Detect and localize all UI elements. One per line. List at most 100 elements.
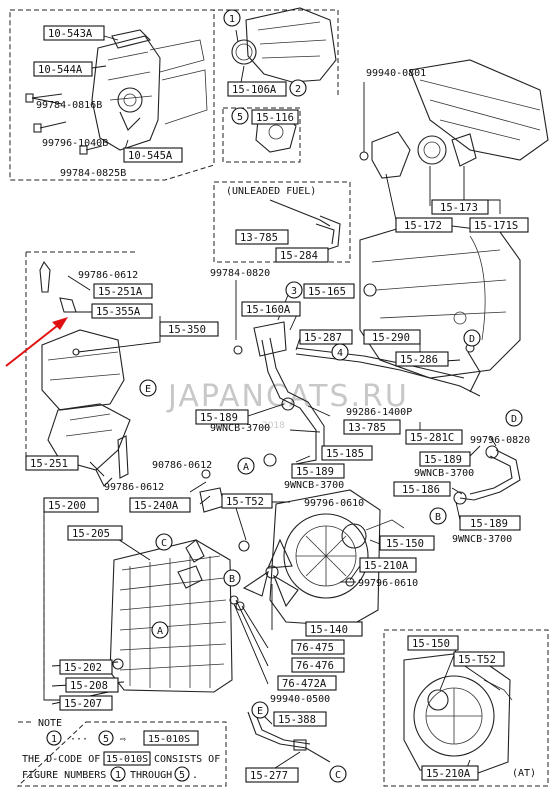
at-inset-frame bbox=[383, 629, 549, 787]
part-box-15-106A[interactable]: 15-106A bbox=[227, 81, 287, 97]
label-99784-0820: 99784-0820 bbox=[210, 268, 270, 279]
svg-text:E: E bbox=[145, 384, 151, 395]
part-box-15-140[interactable]: 15-140 bbox=[305, 621, 363, 637]
bolt-group-left bbox=[25, 93, 103, 155]
part-box-13-785-b[interactable]: 13-785 bbox=[343, 419, 401, 435]
note-line3-end: . bbox=[192, 770, 198, 781]
part-box-15-208[interactable]: 15-208 bbox=[65, 677, 119, 693]
label-99940-0801: 99940-0801 bbox=[366, 68, 426, 79]
svg-text:15-189: 15-189 bbox=[470, 518, 508, 530]
part-box-15-205[interactable]: 15-205 bbox=[67, 525, 123, 541]
watermark: JAPANCATS.RU bbox=[166, 379, 409, 414]
part-box-15-150-a[interactable]: 15-150 bbox=[379, 535, 435, 551]
part-box-15-171S[interactable]: 15-171S bbox=[469, 217, 529, 233]
label-99784-0825B: 99784-0825B bbox=[60, 168, 126, 179]
part-box-15-286[interactable]: 15-286 bbox=[395, 351, 449, 367]
svg-text:13-785: 13-785 bbox=[240, 232, 278, 244]
part-box-15-210A-a[interactable]: 15-210A bbox=[359, 557, 417, 573]
svg-text:76-475: 76-475 bbox=[296, 642, 334, 654]
callout-3: 3 bbox=[285, 281, 303, 299]
callout-A-1: A bbox=[237, 457, 255, 475]
callout-4: 4 bbox=[331, 343, 349, 361]
part-box-15-355A[interactable]: 15-355A bbox=[91, 303, 153, 319]
part-box-15-189-b[interactable]: 15-189 bbox=[419, 451, 471, 467]
part-box-15-185[interactable]: 15-185 bbox=[321, 445, 373, 461]
label-9WNCB-3700-b: 9WNCB-3700 bbox=[414, 468, 474, 479]
part-box-15-T52-b[interactable]: 15-T52 bbox=[453, 651, 505, 667]
label-99796-0610-a: 99796-0610 bbox=[304, 498, 364, 509]
part-box-15-116[interactable]: 15-116 bbox=[251, 109, 299, 125]
part-box-15-287[interactable]: 15-287 bbox=[299, 329, 353, 345]
callout-C-2: C bbox=[329, 765, 347, 783]
part-box-15-207[interactable]: 15-207 bbox=[59, 695, 113, 711]
svg-text:1: 1 bbox=[229, 14, 235, 25]
label-99940-0500: 99940-0500 bbox=[270, 694, 330, 705]
part-box-76-475[interactable]: 76-475 bbox=[291, 639, 345, 655]
part-box-15-240A[interactable]: 15-240A bbox=[129, 497, 191, 513]
callout-E-2: E bbox=[251, 701, 269, 719]
part-box-10-544A[interactable]: 10-544A bbox=[33, 61, 93, 77]
part-box-15-210A-b[interactable]: 15-210A bbox=[421, 765, 479, 781]
svg-text:15-172: 15-172 bbox=[404, 220, 442, 232]
svg-text:15-205: 15-205 bbox=[72, 528, 110, 540]
part-box-15-200[interactable]: 15-200 bbox=[43, 497, 99, 513]
callout-C-1: C bbox=[155, 533, 173, 551]
svg-text:15-202: 15-202 bbox=[64, 662, 102, 674]
note-line3-from: 1 bbox=[115, 770, 121, 781]
svg-text:15-186: 15-186 bbox=[402, 484, 440, 496]
part-box-15-388[interactable]: 15-388 bbox=[273, 711, 327, 727]
part-box-15-189-c[interactable]: 15-189 bbox=[291, 463, 345, 479]
part-box-76-472A[interactable]: 76-472A bbox=[277, 675, 337, 691]
svg-text:15-207: 15-207 bbox=[64, 698, 102, 710]
part-box-15-160A[interactable]: 15-160A bbox=[241, 301, 301, 317]
part-box-15-150-b[interactable]: 15-150 bbox=[407, 635, 459, 651]
callout-5-top: 5 bbox=[231, 107, 249, 125]
svg-text:15-150: 15-150 bbox=[386, 538, 424, 550]
part-box-15-277[interactable]: 15-277 bbox=[245, 767, 299, 783]
part-box-15-281C[interactable]: 15-281C bbox=[405, 429, 463, 445]
part-box-15-173[interactable]: 15-173 bbox=[431, 199, 489, 215]
svg-text:15-165: 15-165 bbox=[308, 286, 346, 298]
svg-text:15-189: 15-189 bbox=[424, 454, 462, 466]
svg-text:15-355A: 15-355A bbox=[96, 306, 141, 318]
callout-A-2: A bbox=[151, 621, 169, 639]
label-90786-0612: 90786-0612 bbox=[152, 460, 212, 471]
note-line2-a: THE D-CODE OF bbox=[22, 754, 100, 765]
label-9WNCB-3700-d: 9WNCB-3700 bbox=[452, 534, 512, 545]
engine-block-drawing bbox=[359, 221, 521, 379]
svg-text:15-240A: 15-240A bbox=[134, 500, 179, 512]
svg-text:15-277: 15-277 bbox=[250, 770, 288, 782]
label-at: (AT) bbox=[512, 768, 536, 779]
part-box-15-189-d[interactable]: 15-189 bbox=[459, 515, 521, 531]
part-box-15-189-a[interactable]: 15-189 bbox=[195, 409, 249, 425]
part-box-15-172[interactable]: 15-172 bbox=[395, 217, 453, 233]
part-box-15-202[interactable]: 15-202 bbox=[59, 659, 113, 675]
part-box-15-165[interactable]: 15-165 bbox=[303, 283, 355, 299]
svg-text:10-543A: 10-543A bbox=[48, 28, 93, 40]
part-box-15-251[interactable]: 15-251 bbox=[25, 455, 79, 471]
part-box-10-543A[interactable]: 10-543A bbox=[43, 25, 105, 41]
svg-text:15-171S: 15-171S bbox=[474, 220, 518, 232]
part-box-15-284[interactable]: 15-284 bbox=[275, 247, 329, 263]
part-box-13-785-a[interactable]: 13-785 bbox=[235, 229, 289, 245]
fan-blade-drawing bbox=[229, 538, 299, 611]
part-box-15-350[interactable]: 15-350 bbox=[159, 321, 219, 337]
svg-text:15-388: 15-388 bbox=[278, 714, 316, 726]
note-line2-b: CONSISTS OF bbox=[154, 754, 220, 765]
part-box-76-476[interactable]: 76-476 bbox=[291, 657, 345, 673]
svg-text:15-210A: 15-210A bbox=[426, 768, 471, 780]
svg-text:15-150: 15-150 bbox=[412, 638, 450, 650]
frame-top-center bbox=[210, 9, 339, 95]
part-box-10-545A[interactable]: 10-545A bbox=[123, 147, 183, 163]
svg-text:10-544A: 10-544A bbox=[38, 64, 83, 76]
callout-B-1: B bbox=[429, 507, 447, 525]
svg-text:15-251A: 15-251A bbox=[98, 286, 143, 298]
part-box-15-251A[interactable]: 15-251A bbox=[93, 283, 153, 299]
part-box-15-T52-a[interactable]: 15-T52 bbox=[221, 493, 273, 509]
part-box-15-290[interactable]: 15-290 bbox=[363, 329, 421, 345]
svg-text:15-106A: 15-106A bbox=[232, 84, 277, 96]
note-arrow: ⇨ bbox=[120, 734, 126, 745]
label-99786-0612-bottom: 99786-0612 bbox=[104, 482, 164, 493]
part-box-15-186[interactable]: 15-186 bbox=[393, 481, 451, 497]
